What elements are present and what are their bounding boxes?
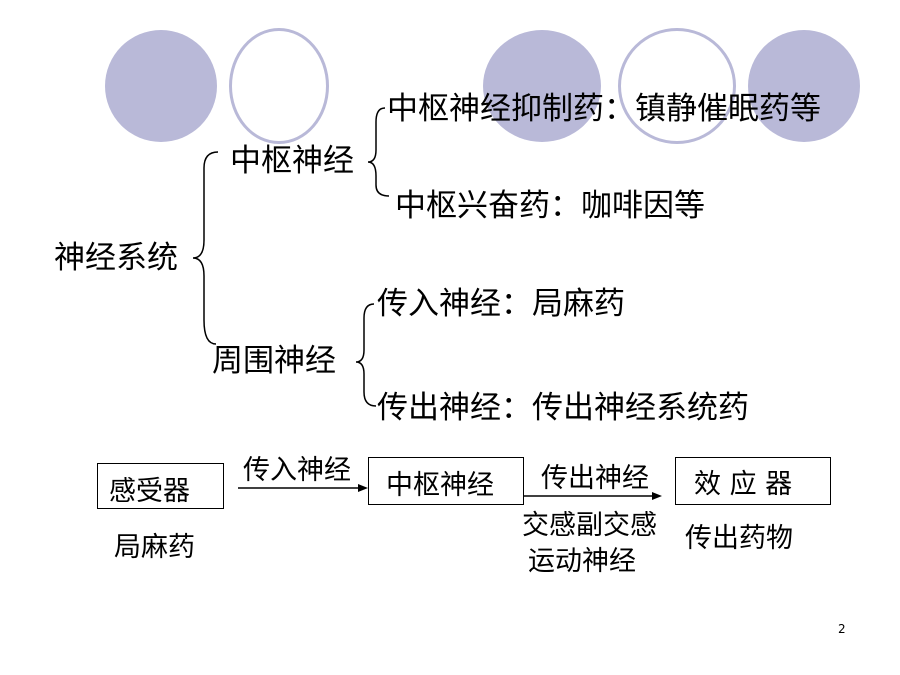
efferent-arrowhead bbox=[652, 492, 662, 500]
decorative-circle-5 bbox=[748, 30, 860, 142]
efferent-label: 传出神经 bbox=[541, 463, 649, 494]
central-item-1: 中枢神经抑制药：镇静催眠药等 bbox=[387, 91, 821, 127]
decorative-circle-4 bbox=[618, 28, 736, 144]
peripheral-item-2: 传出神经：传出神经系统药 bbox=[377, 390, 749, 426]
decorative-circle-3 bbox=[483, 30, 601, 142]
peripheral-bracket bbox=[355, 303, 377, 407]
effector-box bbox=[675, 457, 831, 505]
receptor-label: 感受器 bbox=[109, 476, 190, 507]
center-label: 中枢神经 bbox=[386, 470, 494, 501]
receptor-box bbox=[97, 463, 224, 509]
peripheral-label: 周围神经 bbox=[212, 343, 336, 379]
efferent-types-line2: 运动神经 bbox=[528, 546, 636, 577]
decorative-circle-1 bbox=[105, 30, 217, 142]
central-label: 中枢神经 bbox=[230, 143, 354, 179]
page-number: 2 bbox=[838, 622, 846, 636]
efferent-types-line1: 交感副交感 bbox=[522, 510, 657, 541]
decorative-circle-2 bbox=[229, 28, 329, 144]
root-bracket bbox=[192, 151, 219, 345]
central-item-2: 中枢兴奋药：咖啡因等 bbox=[395, 188, 705, 224]
receptor-drug: 局麻药 bbox=[114, 532, 195, 563]
effector-drug: 传出药物 bbox=[685, 523, 793, 554]
afferent-arrowhead bbox=[358, 484, 368, 492]
peripheral-item-1: 传入神经：局麻药 bbox=[377, 286, 625, 322]
root-label: 神经系统 bbox=[54, 240, 178, 276]
central-bracket bbox=[367, 107, 390, 197]
center-box bbox=[368, 457, 524, 505]
effector-label: 效 应 器 bbox=[694, 469, 793, 500]
afferent-label: 传入神经 bbox=[243, 455, 351, 486]
